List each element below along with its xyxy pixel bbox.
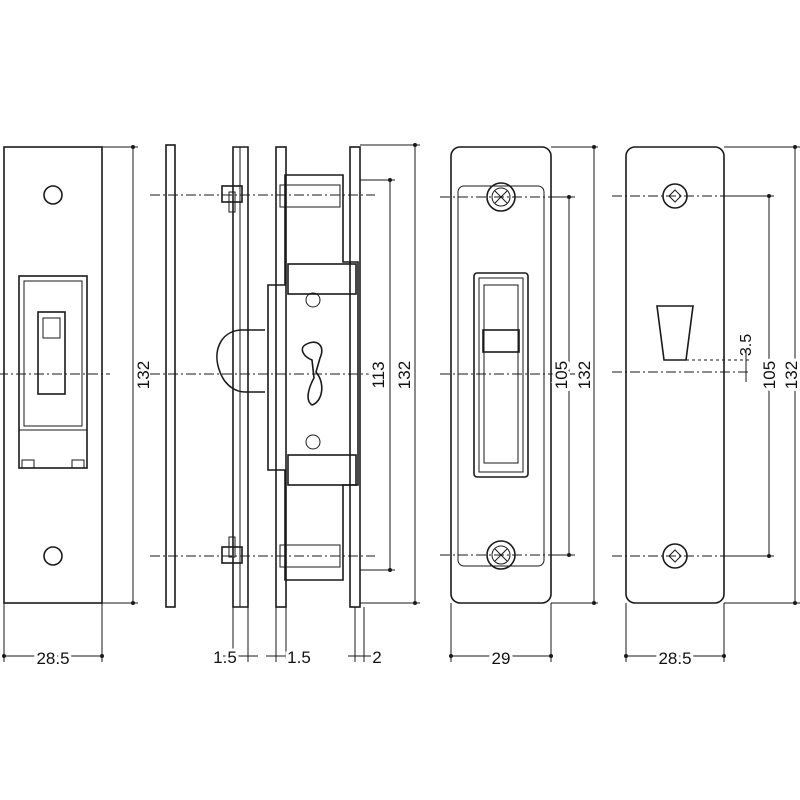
front-face-plate	[3, 146, 103, 604]
front-view: 132 28.5	[0, 145, 153, 671]
side-plate-a-label: 1.5	[213, 648, 237, 667]
strike-height-label: 132	[575, 361, 594, 389]
strike-latch-opening	[473, 272, 529, 478]
back-plate	[625, 146, 725, 604]
side-latch-hook	[216, 329, 265, 393]
side-plate-c-label: 2	[372, 648, 381, 667]
front-latch-hook	[37, 311, 66, 395]
strike-brand-plate	[482, 329, 520, 353]
strike-hole-pitch-label: 105	[552, 361, 571, 389]
side-lock-body	[267, 174, 359, 581]
front-height-label: 132	[134, 361, 153, 389]
back-height-label: 132	[782, 361, 800, 389]
front-bottom-screw-hole	[43, 546, 63, 566]
strike-width-label: 29	[492, 649, 511, 668]
back-offset-label: 3.5	[738, 334, 755, 356]
side-keyhole	[301, 341, 323, 406]
front-width-label: 28.5	[36, 649, 69, 668]
side-view: 113 132 1.5 1.5 2	[150, 143, 420, 670]
back-hole-pitch-label: 105	[760, 361, 779, 389]
back-width-label: 28.5	[658, 649, 691, 668]
strike-view: NAGASAWA 105 132 29	[440, 145, 598, 671]
side-height-113-label: 113	[369, 361, 388, 388]
side-left-plate	[165, 144, 176, 608]
back-catch	[656, 305, 694, 361]
front-top-screw-hole	[43, 185, 63, 205]
svg-text:NAGASAWA: NAGASAWA	[487, 340, 516, 346]
back-view: 3.5 105 132 28.5	[612, 145, 800, 671]
front-latch-housing	[18, 275, 88, 469]
side-height-132-label: 132	[395, 361, 414, 389]
side-plate-b-label: 1.5	[287, 648, 311, 667]
strike-outer-plate	[450, 146, 552, 604]
